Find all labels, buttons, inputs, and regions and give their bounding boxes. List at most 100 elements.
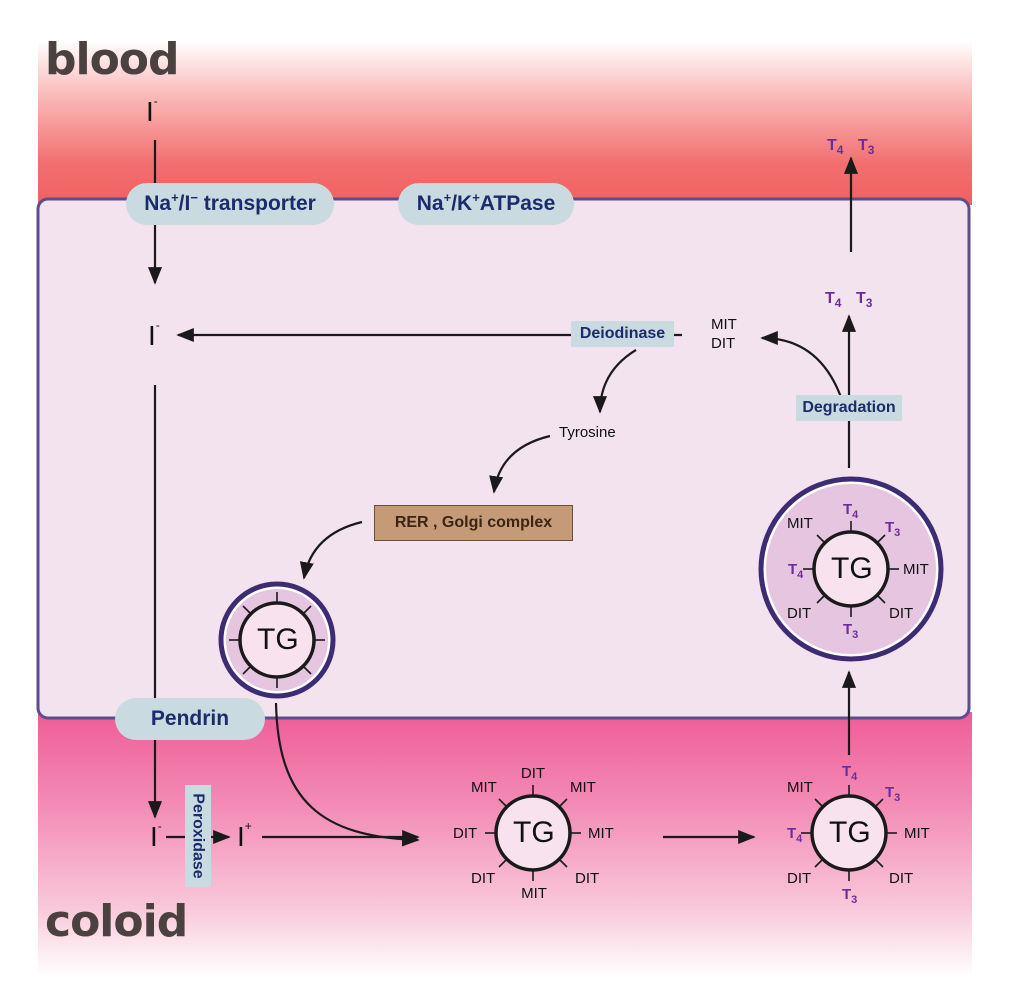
t-letter: T [843, 501, 853, 518]
iodide-blood: I- [146, 95, 158, 127]
tg-label-cell: TG [257, 623, 299, 656]
t3-cell: T3 [856, 290, 873, 311]
site-dit: DIT [787, 605, 812, 622]
pendrin-transporter: Pendrin [115, 698, 265, 740]
t4-subscript: 4 [836, 143, 844, 158]
site-t3: T3 [885, 785, 900, 804]
site-t4: T4 [788, 562, 803, 581]
site-dit: DIT [453, 825, 478, 842]
t-letter: T [843, 621, 853, 638]
t-letter: T [858, 137, 868, 154]
tg-vesicle-cell [218, 581, 336, 699]
site-dit: DIT [520, 765, 546, 782]
t-letter: T [856, 290, 866, 307]
t-letter: T [842, 886, 852, 903]
site-dit: DIT [575, 870, 600, 887]
deiodinase-label: Deiodinase [571, 321, 674, 347]
iodine-symbol: I [237, 821, 245, 852]
t4-subscript: 4 [797, 569, 804, 581]
t-letter: T [825, 290, 835, 307]
k-text: /K [451, 192, 473, 215]
t-letter: T [827, 137, 837, 154]
site-mit: MIT [471, 779, 497, 796]
t-letter: T [885, 519, 895, 536]
site-dit: DIT [471, 870, 496, 887]
iodide-symbol: I [148, 320, 156, 351]
site-t3: T3 [842, 887, 857, 906]
arrow-deiodinase-to-tyrosine [592, 349, 637, 414]
t3-subscript: 3 [865, 296, 873, 311]
rer-golgi-complex: RER , Golgi complex [374, 505, 573, 541]
t3-subscript: 3 [894, 527, 901, 539]
na-text: Na [144, 192, 172, 215]
peroxidase-label: Peroxidase [185, 785, 211, 887]
tg-label-degradation: TG [831, 552, 873, 585]
t-letter: T [842, 763, 852, 780]
t-letter: T [788, 561, 798, 578]
atpase-text: ATPase [479, 192, 556, 215]
t4-blood: T4 [827, 137, 844, 158]
tg-colloid-right [801, 785, 897, 881]
na-i-transporter: Na+/I− transporter [126, 183, 334, 225]
tg-label-right: TG [829, 816, 871, 849]
t4-subscript: 4 [834, 296, 842, 311]
t4-subscript: 4 [851, 771, 858, 783]
t3-subscript: 3 [852, 629, 859, 641]
t-letter: T [787, 825, 797, 842]
site-mit: MIT [787, 515, 813, 532]
arrow-tg-exocytosis [274, 702, 420, 847]
na-text: Na [416, 192, 444, 215]
i-text: /I [178, 192, 191, 215]
degradation-label: Degradation [796, 395, 902, 421]
arrow-degradation-to-mit-dit [760, 330, 844, 401]
iodide-charge: - [157, 818, 162, 833]
tyrosine-label: Tyrosine [559, 424, 616, 441]
site-mit: MIT [588, 825, 614, 842]
site-mit: MIT [570, 779, 596, 796]
iodide-colloid: I- [150, 820, 162, 851]
t3-blood: T3 [858, 137, 875, 158]
t3-subscript: 3 [867, 143, 875, 158]
dit-label-free: DIT [711, 335, 736, 352]
site-t4: T4 [843, 502, 858, 521]
tg-colloid-middle [485, 785, 581, 881]
iodide-charge: - [153, 93, 158, 108]
na-charge: + [171, 189, 179, 205]
site-t3: T3 [843, 622, 858, 641]
na-charge: + [443, 189, 452, 205]
arrow-tyrosine-to-rer [489, 434, 551, 494]
arrow-rer-to-tg [299, 520, 363, 580]
site-mit: MIT [521, 885, 547, 902]
tg-vesicle-degradation [758, 476, 944, 662]
blood-band [38, 40, 972, 205]
t-letter: T [885, 784, 895, 801]
iodide-charge: - [155, 317, 160, 332]
site-t3: T3 [885, 520, 900, 539]
iodide-symbol: I [146, 96, 154, 127]
iodine-colloid: I+ [237, 820, 252, 852]
t3-subscript: 3 [851, 894, 858, 906]
site-t4: T4 [842, 764, 857, 783]
i-charge: − [190, 189, 198, 205]
site-dit: DIT [889, 870, 914, 887]
t4-subscript: 4 [796, 833, 803, 845]
transporter-text: transporter [203, 192, 316, 215]
na-k-atpase: Na+/K+ATPase [398, 183, 574, 225]
blood-label: blood [45, 34, 180, 85]
site-dit: DIT [889, 605, 914, 622]
site-t4: T4 [787, 826, 802, 845]
peroxidase-text: Peroxidase [190, 793, 208, 879]
k-charge: + [472, 189, 480, 205]
site-mit: MIT [903, 561, 929, 578]
iodine-charge: + [244, 818, 252, 833]
t4-subscript: 4 [852, 509, 859, 521]
site-mit: MIT [904, 825, 930, 842]
t4-cell: T4 [825, 290, 842, 311]
iodide-cell: I- [148, 319, 160, 351]
site-mit: MIT [787, 779, 813, 796]
site-dit: DIT [787, 870, 812, 887]
mit-label-free: MIT [711, 316, 737, 333]
tg-label-middle: TG [513, 816, 555, 849]
